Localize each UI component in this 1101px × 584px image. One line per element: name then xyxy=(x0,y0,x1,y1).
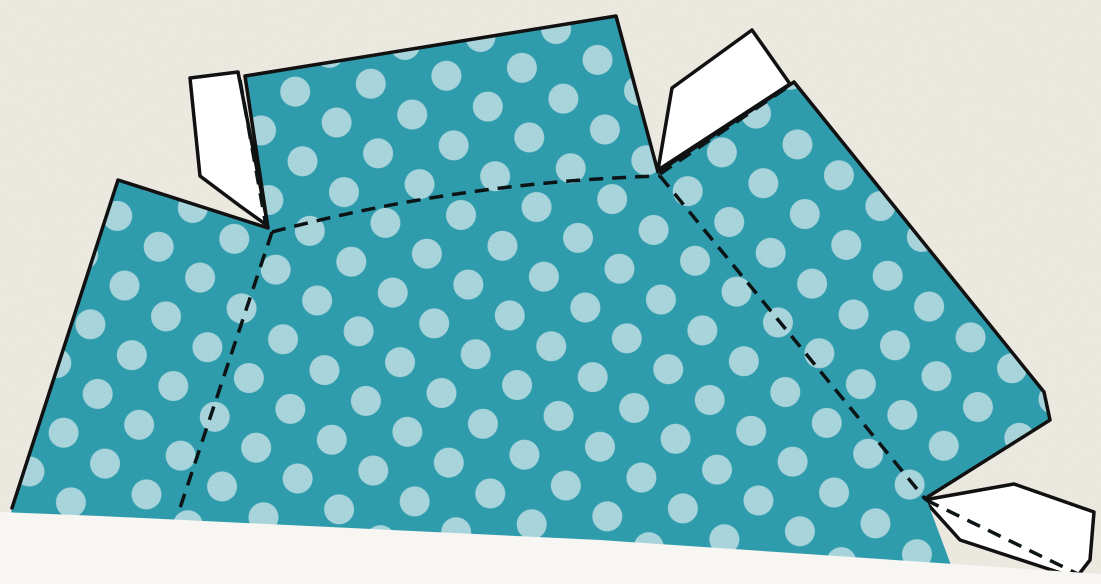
template-drawing xyxy=(0,0,1101,584)
fabric-box-template-illustration xyxy=(0,0,1101,584)
